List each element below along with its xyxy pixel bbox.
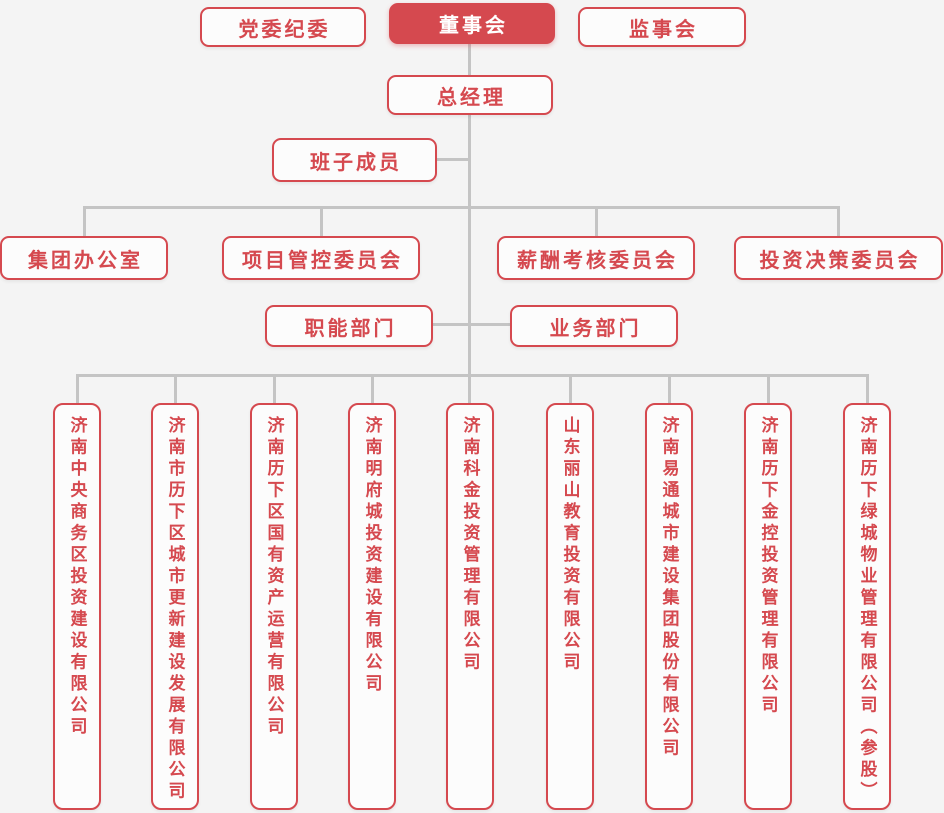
node-supervisory-board: 监事会 — [578, 7, 746, 47]
connector-drop-subsidiary-8 — [767, 374, 770, 403]
connector-committees-bus — [84, 206, 839, 209]
subsidiary-node-state-assets: 济南历下区国有资产运营有限公司 — [250, 403, 298, 810]
subsidiary-node-jinkong-investment: 济南历下金控投资管理有限公司 — [744, 403, 792, 810]
connector-drop-committee-2 — [320, 206, 323, 236]
subsidiary-node-urban-renewal: 济南市历下区城市更新建设发展有限公司 — [151, 403, 199, 810]
connector-leadership-team — [437, 158, 468, 161]
subsidiary-node-kejin-investment: 济南科金投资管理有限公司 — [446, 403, 494, 810]
subsidiary-node-cbd-investment: 济南中央商务区投资建设有限公司 — [53, 403, 101, 810]
connector-departments — [433, 323, 510, 326]
connector-subsidiaries-bus — [76, 374, 869, 377]
connector-drop-subsidiary-9 — [866, 374, 869, 403]
connector-drop-subsidiary-7 — [668, 374, 671, 403]
node-compensation-assessment-committee: 薪酬考核委员会 — [497, 236, 695, 280]
subsidiary-node-greentown-property: 济南历下绿城物业管理有限公司（参股） — [843, 403, 891, 810]
node-leadership-team: 班子成员 — [272, 138, 437, 182]
node-general-manager: 总经理 — [387, 75, 553, 115]
subsidiary-node-lishan-education: 山东丽山教育投资有限公司 — [546, 403, 594, 810]
connector-drop-subsidiary-4 — [371, 374, 374, 403]
connector-drop-committee-1 — [83, 206, 86, 236]
connector-drop-committee-3 — [595, 206, 598, 236]
connector-drop-subsidiary-6 — [569, 374, 572, 403]
connector-main-trunk — [468, 115, 471, 377]
node-board-of-directors: 董事会 — [389, 3, 555, 44]
node-business-departments: 业务部门 — [510, 305, 678, 347]
node-party-discipline-committee: 党委纪委 — [200, 7, 366, 47]
node-functional-departments: 职能部门 — [265, 305, 433, 347]
connector-drop-subsidiary-1 — [76, 374, 79, 403]
connector-drop-subsidiary-2 — [174, 374, 177, 403]
connector-drop-subsidiary-3 — [273, 374, 276, 403]
connector-board-to-gm — [468, 43, 471, 75]
node-investment-decision-committee: 投资决策委员会 — [734, 236, 943, 280]
connector-drop-committee-4 — [837, 206, 840, 236]
connector-drop-subsidiary-5 — [468, 374, 471, 403]
subsidiary-node-yitong-construction: 济南易通城市建设集团股份有限公司 — [645, 403, 693, 810]
subsidiary-node-mingfucheng: 济南明府城投资建设有限公司 — [348, 403, 396, 810]
node-project-control-committee: 项目管控委员会 — [222, 236, 420, 280]
node-group-office: 集团办公室 — [0, 236, 168, 280]
